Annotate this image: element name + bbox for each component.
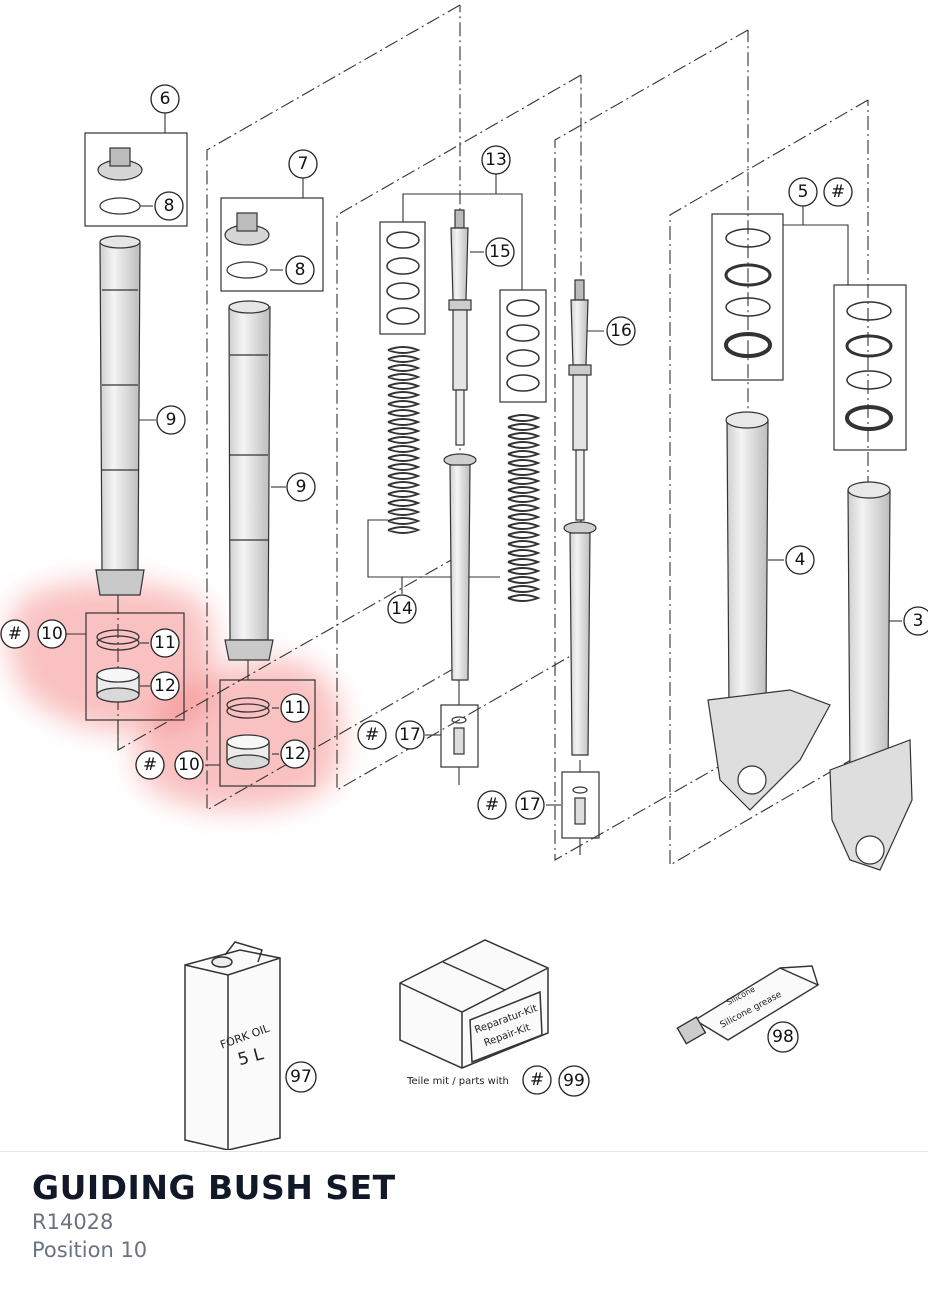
- callout-11b: [280, 693, 310, 723]
- part-number: R14028: [32, 1210, 114, 1234]
- callout-label-3: 3: [913, 611, 924, 631]
- callout-label-7: 7: [298, 154, 309, 174]
- callout-99: [558, 1065, 590, 1097]
- callout-label-98: 98: [772, 1027, 794, 1047]
- callout-label-8b: 8: [295, 260, 306, 280]
- callout-label-99: 99: [563, 1071, 585, 1091]
- callout-label-16: 16: [610, 321, 632, 341]
- callout-15: [485, 237, 515, 267]
- callout-label-hash-99: #: [530, 1070, 544, 1090]
- callout-label-hash-17b: #: [485, 795, 499, 815]
- callout-8a: [154, 191, 184, 221]
- callout-label-hash-5: #: [831, 182, 845, 202]
- callout-12b: [280, 739, 310, 769]
- callout-9a: [156, 405, 186, 435]
- callout-98: [767, 1021, 799, 1053]
- callout-label-15: 15: [489, 242, 511, 262]
- callout-hash-5: [823, 177, 853, 207]
- callout-label-hash-left: #: [8, 624, 22, 644]
- callout-17b: [515, 790, 545, 820]
- callout-label-12a: 12: [154, 676, 176, 696]
- outer-tubes: [707, 411, 913, 871]
- part-position: Position 10: [32, 1238, 148, 1262]
- callout-label-hash-17a: #: [365, 725, 379, 745]
- callout-markers: [0, 84, 928, 1097]
- callout-label-11a: 11: [154, 633, 176, 653]
- callout-label-8a: 8: [164, 196, 175, 216]
- callout-label-10b: 10: [178, 755, 200, 775]
- callout-97: [285, 1061, 317, 1093]
- callout-8b: [285, 255, 315, 285]
- callout-label-14: 14: [391, 599, 413, 619]
- callout-10b: [174, 750, 204, 780]
- callout-label-4: 4: [795, 550, 806, 570]
- grease-tube: [676, 965, 820, 1045]
- callout-label-13: 13: [485, 150, 507, 170]
- part-boxes: [84, 132, 907, 839]
- fork-springs: [387, 346, 541, 602]
- parts-with-label: Teile mit / parts with: [406, 1076, 509, 1087]
- callout-16: [606, 316, 636, 346]
- callout-label-10a: 10: [41, 624, 63, 644]
- callout-hash-99: [522, 1065, 552, 1095]
- repair-kit-box: [399, 939, 549, 1069]
- spacer-rings: [386, 231, 540, 392]
- callout-label-5: 5: [798, 182, 809, 202]
- callout-label-17b: 17: [519, 795, 541, 815]
- callout-10a: [37, 619, 67, 649]
- callout-3: [903, 606, 928, 636]
- callout-7: [288, 149, 318, 179]
- callout-13: [481, 145, 511, 175]
- callout-17a: [395, 720, 425, 750]
- callout-label-11b: 11: [284, 698, 306, 718]
- callout-12a: [150, 671, 180, 701]
- callout-label-hash-right: #: [143, 755, 157, 775]
- bottom-bolts: [451, 716, 588, 825]
- callout-hash-17a: [357, 720, 387, 750]
- callout-hash-17b: [477, 790, 507, 820]
- damper-cartridges: [443, 209, 597, 756]
- leader-lines: [58, 112, 902, 855]
- callout-14: [387, 594, 417, 624]
- callout-label-97: 97: [290, 1067, 312, 1087]
- upper-tubes: [95, 235, 274, 661]
- callout-label-17a: 17: [399, 725, 421, 745]
- callout-6: [150, 84, 180, 114]
- callout-label-6: 6: [160, 89, 171, 109]
- fork-oil-can: [184, 941, 281, 1150]
- callout-label-9b: 9: [296, 477, 307, 497]
- guiding-bushes: [96, 629, 270, 770]
- exploded-fork-diagram: 6 8 7 8 9 9 # 10 11 12 11 12 # 10 13 15 …: [0, 4, 928, 1150]
- callout-9b: [286, 472, 316, 502]
- callout-hash-left: [0, 619, 30, 649]
- callout-4: [785, 545, 815, 575]
- callout-11a: [150, 628, 180, 658]
- callout-5: [788, 177, 818, 207]
- fork-seals: [724, 228, 893, 431]
- fork-caps: [97, 147, 270, 279]
- callout-label-9a: 9: [166, 410, 177, 430]
- divider: [0, 1151, 928, 1152]
- callout-hash-right: [135, 750, 165, 780]
- callout-label-12b: 12: [284, 744, 306, 764]
- part-title: GUIDING BUSH SET: [32, 1168, 396, 1207]
